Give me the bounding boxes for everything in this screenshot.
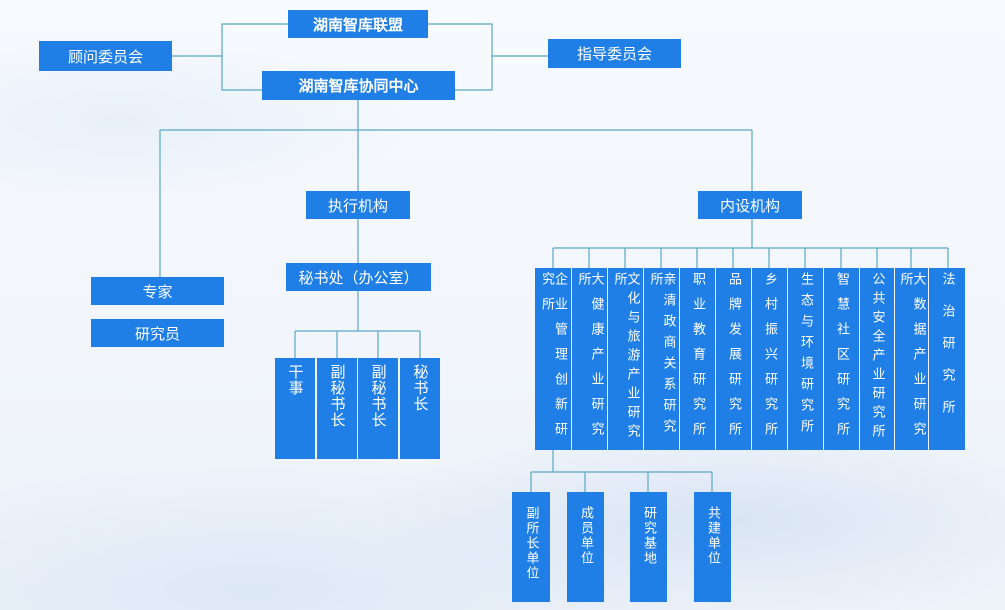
institute-box-4: 亲清政商关系研究所 <box>644 268 679 450</box>
institute-label: 智慧社区研究所 <box>834 272 849 447</box>
internal-label: 内设机构 <box>719 196 780 215</box>
staff-label: 副秘书长 <box>328 364 347 428</box>
internal-box: 内设机构 <box>698 191 802 219</box>
institute-label: 企业管理创新研究所 <box>539 272 567 447</box>
expert-box: 专家 <box>91 277 224 305</box>
researcher-box: 研究员 <box>91 319 224 347</box>
secretariat-label: 秘书处（办公室） <box>298 268 419 287</box>
staff-label: 干事 <box>286 364 305 396</box>
institute-box-5: 职业教育研究所 <box>680 268 715 450</box>
institute-label: 大数据产业研究所 <box>897 272 926 447</box>
unit-box-3: 研究基地 <box>630 492 667 602</box>
institute-box-2: 大健康产业研究所 <box>572 268 607 450</box>
expert-label: 专家 <box>142 282 173 301</box>
institute-label: 生态与环境研究所 <box>798 272 813 440</box>
institute-label: 大健康产业研究所 <box>575 272 604 447</box>
unit-box-2: 成员单位 <box>567 492 604 602</box>
institute-box-7: 乡村振兴研究所 <box>752 268 787 450</box>
institute-box-3: 文化与旅游产业研究所 <box>608 268 643 450</box>
institute-label: 法治研究所 <box>939 272 955 432</box>
institute-label: 职业教育研究所 <box>690 272 705 447</box>
institute-box-12: 法治研究所 <box>929 268 965 450</box>
center-label: 湖南智库协同中心 <box>298 77 419 95</box>
secretariat-box: 秘书处（办公室） <box>286 263 431 291</box>
staff-box-2: 副秘书长 <box>317 358 357 459</box>
unit-label: 成员单位 <box>578 506 593 566</box>
institute-box-10: 公共安全产业研究所 <box>860 268 894 450</box>
institute-box-6: 品牌发展研究所 <box>716 268 751 450</box>
institute-box-1: 企业管理创新研究所 <box>535 268 571 450</box>
institute-box-8: 生态与环境研究所 <box>788 268 823 450</box>
executive-box: 执行机构 <box>306 191 410 219</box>
center-box: 湖南智库协同中心 <box>262 71 455 100</box>
unit-box-1: 副所长单位 <box>512 492 550 602</box>
staff-box-1: 干事 <box>275 358 315 459</box>
institute-box-11: 大数据产业研究所 <box>895 268 928 450</box>
staff-box-3: 副秘书长 <box>358 358 398 459</box>
executive-label: 执行机构 <box>327 196 388 215</box>
institute-box-9: 智慧社区研究所 <box>824 268 859 450</box>
institute-label: 品牌发展研究所 <box>726 272 741 447</box>
unit-box-4: 共建单位 <box>694 492 731 602</box>
alliance-label: 湖南智库联盟 <box>312 15 403 34</box>
unit-label: 共建单位 <box>705 506 720 566</box>
institute-label: 文化与旅游产业研究所 <box>611 272 640 443</box>
staff-label: 副秘书长 <box>369 364 388 428</box>
staff-label: 秘书长 <box>411 364 430 412</box>
advisory-box: 顾问委员会 <box>39 41 172 71</box>
institute-label: 公共安全产业研究所 <box>869 272 885 443</box>
institute-label: 乡村振兴研究所 <box>762 272 777 447</box>
advisory-label: 顾问委员会 <box>67 47 143 66</box>
guidance-label: 指导委员会 <box>576 45 652 63</box>
researcher-label: 研究员 <box>134 324 180 343</box>
alliance-box: 湖南智库联盟 <box>288 10 428 38</box>
institute-label: 亲清政商关系研究所 <box>647 272 676 440</box>
staff-box-4: 秘书长 <box>400 358 440 459</box>
guidance-box: 指导委员会 <box>548 39 681 68</box>
unit-label: 研究基地 <box>641 506 656 566</box>
unit-label: 副所长单位 <box>523 506 539 581</box>
